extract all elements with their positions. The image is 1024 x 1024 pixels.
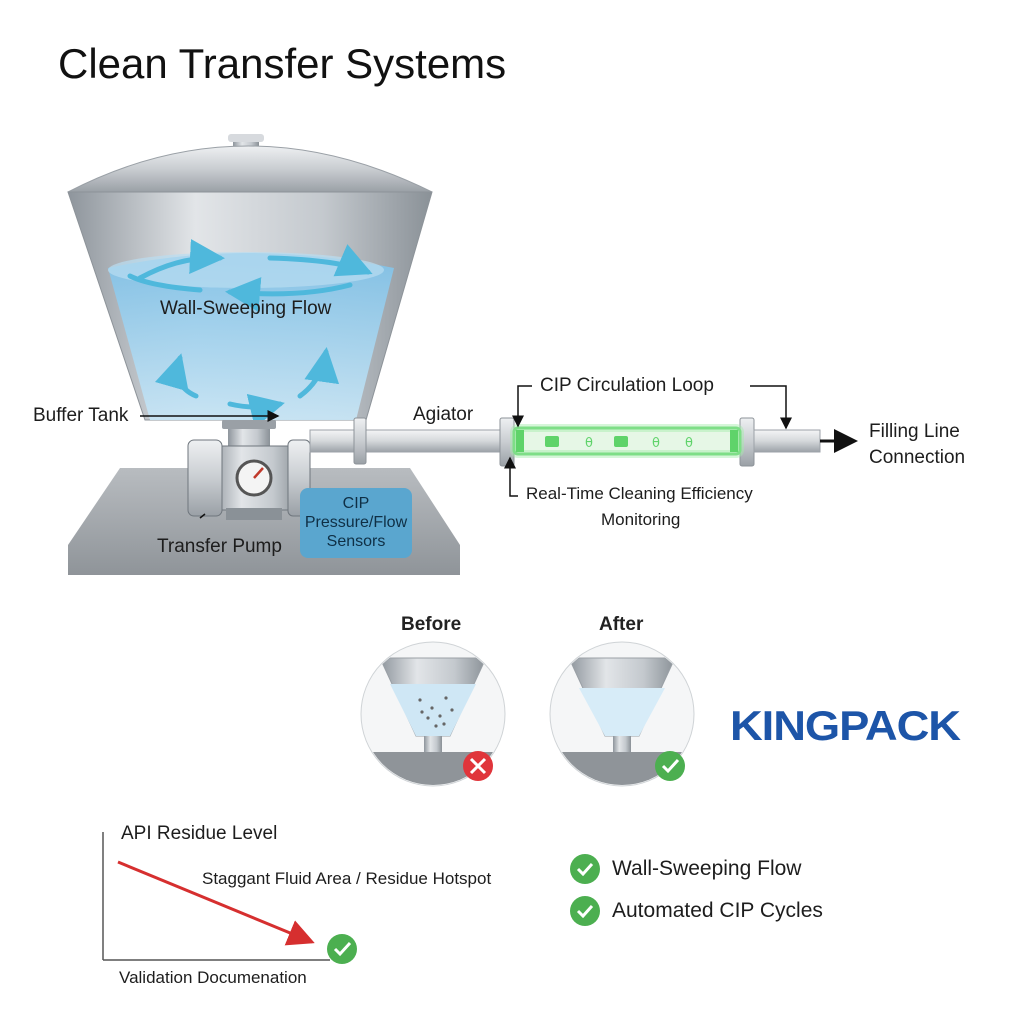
wall-sweeping-flow-label: Wall-Sweeping Flow — [160, 298, 332, 319]
svg-text:θ: θ — [585, 436, 593, 451]
residue-chart-axes — [102, 832, 330, 961]
swirl-arrows — [127, 239, 373, 429]
cip-loop-segment: θ θ θ — [510, 424, 744, 458]
agitator-label: Agiator — [413, 404, 474, 425]
benefit-item: Automated CIP Cycles — [570, 896, 823, 926]
benefit-item: Wall-Sweeping Flow — [570, 854, 801, 884]
monitoring-label-2: Monitoring — [601, 510, 681, 529]
page-title: Clean Transfer Systems — [58, 40, 507, 87]
transfer-pump-label: Transfer Pump — [157, 536, 282, 557]
after-illustration — [549, 641, 695, 787]
transfer-pump — [187, 420, 311, 520]
sensors-label-2: Pressure/Flow — [304, 514, 408, 531]
buffer-tank — [67, 134, 433, 421]
pipe-line — [309, 417, 821, 467]
chart-check-icon — [327, 934, 357, 964]
check-icon — [570, 854, 600, 884]
filling-line-label-2: Connection — [869, 447, 966, 468]
before-label: Before — [401, 614, 462, 635]
residue-trend-line — [117, 860, 315, 946]
leader-lines — [140, 385, 858, 519]
check-icon — [570, 896, 600, 926]
benefit-label: Automated CIP Cycles — [612, 899, 823, 922]
buffer-tank-label: Buffer Tank — [33, 405, 129, 426]
brand-logo: KINGPACK — [730, 702, 961, 749]
monitoring-label-1: Real-Time Cleaning Efficiency — [526, 484, 753, 503]
after-label: After — [599, 614, 644, 635]
svg-text:θ: θ — [685, 436, 693, 451]
sensors-label-3: Sensors — [326, 533, 386, 550]
filling-line-label-1: Filling Line — [869, 421, 960, 442]
chart-ylabel: API Residue Level — [121, 823, 278, 844]
benefit-label: Wall-Sweeping Flow — [612, 857, 802, 880]
chart-xlabel: Validation Documenation — [119, 968, 307, 987]
chart-annotation: Staggant Fluid Area / Residue Hotspot — [202, 869, 492, 888]
sensors-callout: CIP Pressure/Flow Sensors — [300, 488, 412, 558]
before-illustration — [360, 641, 506, 787]
cip-loop-label: CIP Circulation Loop — [540, 375, 714, 396]
svg-text:θ: θ — [652, 436, 660, 451]
sensors-label-1: CIP — [342, 495, 370, 512]
